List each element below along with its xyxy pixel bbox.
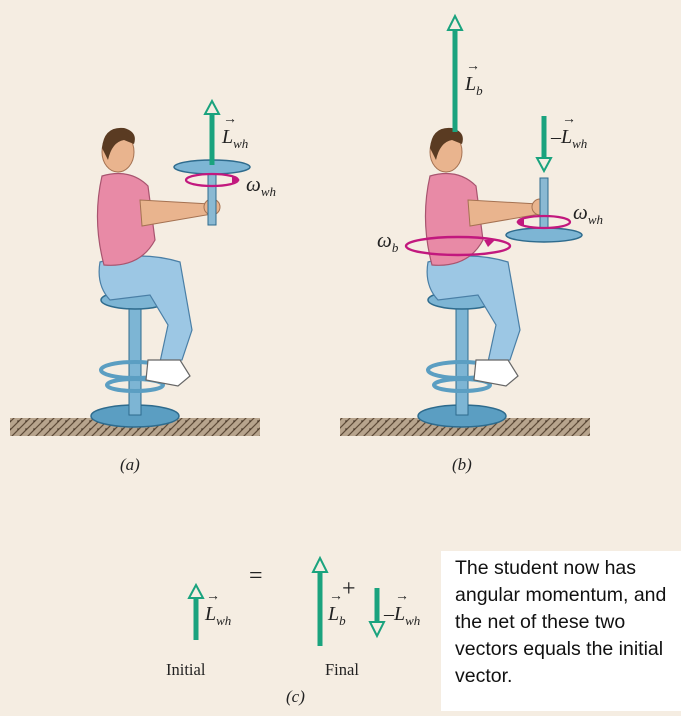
omega-arrow-b — [484, 239, 496, 247]
wheel-axle-a — [208, 170, 216, 225]
label-lwh-a: →Lwh — [222, 126, 248, 152]
callout-box: The student now has angular momentum, an… — [441, 551, 681, 711]
vector-lb-b-head — [448, 16, 462, 30]
stool-post-a — [129, 300, 141, 415]
caption-c: (c) — [286, 687, 305, 707]
callout-text: The student now has angular momentum, an… — [455, 555, 677, 690]
label-omega-b: ωb — [377, 228, 398, 256]
vector-neg-lwh-b-head — [537, 158, 551, 171]
stool-post-b — [456, 300, 468, 415]
wheel-b — [506, 228, 582, 242]
vector-final-neg-c-head — [370, 622, 384, 636]
vector-final-lb-c-head — [313, 558, 327, 572]
caption-b: (b) — [452, 455, 472, 475]
label-neg-lwh-b: –→Lwh — [551, 126, 587, 152]
arm-b — [468, 200, 540, 226]
label-omega-wh-b: ωwh — [573, 200, 603, 228]
plus-sign: + — [342, 576, 356, 603]
arm-a — [140, 200, 212, 226]
label-initial-vector-c: →Lwh — [205, 603, 231, 629]
label-omega-wh-a: ωwh — [246, 172, 276, 200]
label-final: Final — [325, 660, 359, 680]
label-final-lb-c: →Lb — [328, 603, 346, 629]
vector-lwh-a-head — [205, 101, 219, 114]
equals-sign: = — [249, 563, 263, 590]
label-lb-b: →Lb — [465, 73, 483, 99]
wheel-axle-b — [540, 178, 548, 233]
label-final-neg-lwh-c: –→Lwh — [384, 603, 420, 629]
label-initial: Initial — [166, 660, 205, 680]
caption-a: (a) — [120, 455, 140, 475]
vector-initial-c-head — [189, 585, 203, 598]
